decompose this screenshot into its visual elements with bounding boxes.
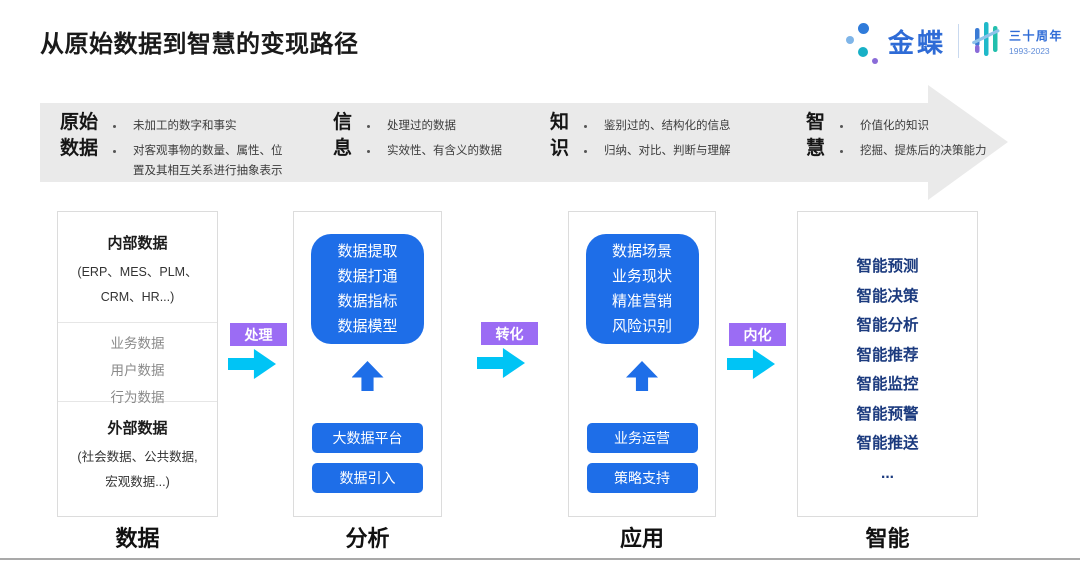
stage-raw-data: 原始 数据 未加工的数字和事实 对客观事物的数量、属性、位置及其相互关系进行抽象… xyxy=(60,110,289,186)
stage-information: 信 息 处理过的数据 实效性、有含义的数据 xyxy=(333,110,502,166)
thirty-anniversary-mark-icon xyxy=(971,19,1001,64)
intelligence-item: 智能推荐 xyxy=(856,346,919,364)
external-data-detail: (社会数据、公共数据, 宏观数据...) xyxy=(77,450,198,489)
intelligence-item: 智能分析 xyxy=(856,317,919,334)
up-arrow-icon xyxy=(351,361,384,391)
middle-data-section: 业务数据 用户数据 行为数据 xyxy=(58,322,217,405)
intelligence-list: 智能预测 智能决策 智能分析 智能推荐 智能监控 智能预警 智能推送 ... xyxy=(798,212,977,488)
intelligence-item: 智能决策 xyxy=(856,287,919,305)
connector-transform-tag: 转化 xyxy=(481,322,538,345)
anniversary-label: 三十周年 xyxy=(1009,28,1064,43)
data-type-item: 行为数据 xyxy=(110,390,165,405)
internal-data-title: 内部数据 xyxy=(107,235,168,252)
stage-bullet: 实效性、有含义的数据 xyxy=(352,141,502,161)
anniversary-years: 1993-2023 xyxy=(1009,45,1050,56)
intelligence-item-ellipsis: ... xyxy=(881,464,894,482)
strategy-support-button: 策略支持 xyxy=(586,463,698,493)
intelligence-item: 智能推送 xyxy=(856,435,919,452)
column-label-data: 数据 xyxy=(115,526,160,551)
stage-term: 原始 数据 xyxy=(60,112,99,159)
data-import-button: 数据引入 xyxy=(312,463,423,493)
external-data-title: 外部数据 xyxy=(107,420,168,437)
stage-bullet: 鉴别过的、结构化的信息 xyxy=(569,116,731,136)
connector-internalize-tag: 内化 xyxy=(729,323,786,346)
stage-bullet: 价值化的知识 xyxy=(825,116,987,136)
external-data-section: 外部数据 (社会数据、公共数据, 宏观数据...) xyxy=(58,402,217,516)
bullet-dot-icon xyxy=(113,150,117,153)
bullet-dot-icon xyxy=(840,125,844,128)
stage-bullet: 对客观事物的数量、属性、位置及其相互关系进行抽象表示 xyxy=(98,141,289,181)
column-label-application: 应用 xyxy=(619,526,664,551)
bullet-dot-icon xyxy=(584,150,588,153)
slide-bottom-border xyxy=(0,558,1080,560)
intelligence-item: 智能预测 xyxy=(856,258,919,275)
column-label-intelligence: 智能 xyxy=(865,526,910,551)
intelligence-item: 智能预警 xyxy=(856,405,919,423)
right-arrow-icon xyxy=(727,349,775,379)
intelligence-item: 智能监控 xyxy=(856,376,919,393)
page-title: 从原始数据到智慧的变现路径 xyxy=(40,31,359,58)
stage-wisdom: 智 慧 价值化的知识 挖掘、提炼后的决策能力 xyxy=(806,110,987,166)
intelligence-box: 智能预测 智能决策 智能分析 智能推荐 智能监控 智能预警 智能推送 ... xyxy=(797,211,978,517)
up-arrow-icon xyxy=(626,361,658,391)
big-data-platform-button: 大数据平台 xyxy=(312,423,423,453)
bullet-dot-icon xyxy=(367,125,371,128)
stage-bullet: 未加工的数字和事实 xyxy=(98,116,289,136)
data-type-item: 业务数据 xyxy=(110,336,165,351)
application-panel: 数据场景 业务现状 精准营销 风险识别 xyxy=(585,234,699,344)
data-type-item: 用户数据 xyxy=(110,363,165,378)
stage-bullet: 挖掘、提炼后的决策能力 xyxy=(825,141,987,161)
stage-bullet: 归纳、对比、判断与理解 xyxy=(569,141,731,161)
logo-divider xyxy=(958,24,960,58)
analysis-box: 数据提取 数据打通 数据指标 数据模型 大数据平台 数据引入 xyxy=(293,211,442,517)
stage-term: 信 息 xyxy=(333,112,353,159)
analysis-panel: 数据提取 数据打通 数据指标 数据模型 xyxy=(311,234,424,344)
business-operation-button: 业务运营 xyxy=(586,423,698,453)
bullet-dot-icon xyxy=(113,125,117,128)
bullet-dot-icon xyxy=(367,150,371,153)
connector-process-tag: 处理 xyxy=(230,323,287,346)
stage-bullet: 处理过的数据 xyxy=(352,116,502,136)
anniversary-text: 三十周年 1993-2023 xyxy=(1009,27,1063,56)
stage-term: 知 识 xyxy=(550,112,570,159)
internal-data-section: 内部数据 (ERP、MES、PLM、 CRM、HR...) xyxy=(58,212,217,322)
dikw-arrow-banner xyxy=(40,85,1008,200)
kingdee-logo: 金蝶 三十周年 1993-2023 xyxy=(844,16,1063,66)
right-arrow-icon xyxy=(228,349,276,379)
brand-name: 金蝶 xyxy=(888,27,947,58)
stage-term: 智 慧 xyxy=(806,112,826,159)
stage-knowledge: 知 识 鉴别过的、结构化的信息 归纳、对比、判断与理解 xyxy=(550,110,731,166)
data-sources-box: 内部数据 (ERP、MES、PLM、 CRM、HR...) 业务数据 用户数据 … xyxy=(57,211,218,517)
right-arrow-icon xyxy=(477,348,525,378)
bullet-dot-icon xyxy=(584,125,588,128)
bullet-dot-icon xyxy=(840,150,844,153)
logo-dots-icon xyxy=(844,17,880,65)
internal-data-detail: (ERP、MES、PLM、 CRM、HR...) xyxy=(77,265,198,304)
column-label-analysis: 分析 xyxy=(345,526,390,551)
application-box: 数据场景 业务现状 精准营销 风险识别 业务运营 策略支持 xyxy=(568,211,716,517)
